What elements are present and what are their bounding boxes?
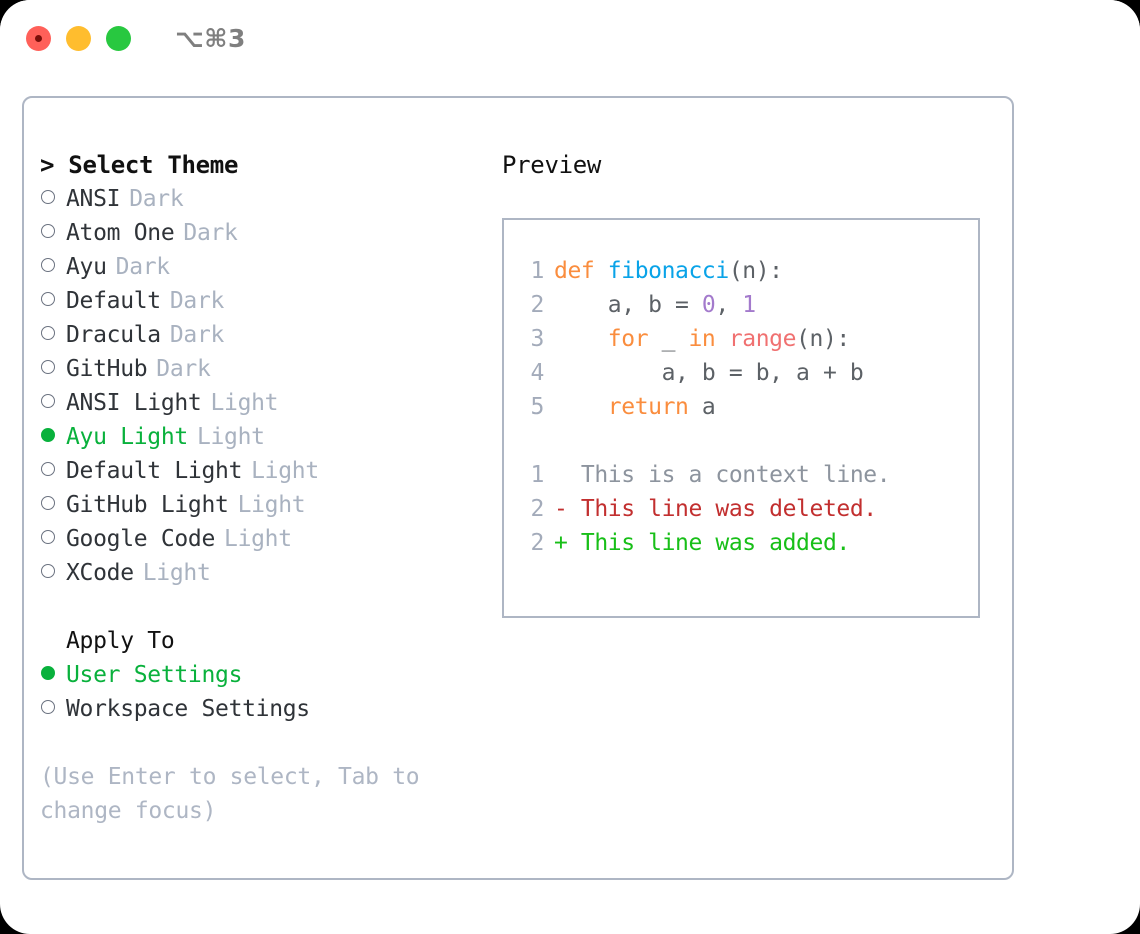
theme-option-item[interactable]: Dracula Dark xyxy=(40,318,502,352)
code-token-fn: fibonacci xyxy=(607,258,729,284)
code-token-kw: for xyxy=(607,326,649,352)
code-line: 4 a, b = b, a + b xyxy=(522,356,978,390)
theme-option-item[interactable]: ANSI Light Light xyxy=(40,386,502,420)
diff-line-add: 2 + This line was added. xyxy=(522,526,978,560)
code-token-plain: a, b = b, a + b xyxy=(554,360,864,386)
apply-to-option-item[interactable]: Workspace Settings xyxy=(40,692,502,726)
theme-option-item[interactable]: GitHub Light Light xyxy=(40,488,502,522)
apply-to-heading: Apply To xyxy=(66,628,175,654)
code-token-plain: a, b = xyxy=(554,292,702,318)
code-token-kw: return xyxy=(607,394,689,420)
theme-option-item[interactable]: Atom One Dark xyxy=(40,216,502,250)
line-number: 5 xyxy=(530,394,545,420)
diff-line-del: 2 - This line was deleted. xyxy=(522,492,978,526)
apply-to-option-label: User Settings xyxy=(66,662,243,688)
close-window-button[interactable] xyxy=(26,25,51,51)
code-token-blt: range xyxy=(728,326,797,352)
code-token-kw: in xyxy=(688,326,716,352)
theme-variant-badge: Dark xyxy=(115,254,171,280)
theme-variant-badge: Dark xyxy=(129,186,184,212)
theme-option-label: Default Light xyxy=(66,458,243,484)
line-number: 3 xyxy=(530,326,545,352)
diff-line-text: + This line was added. xyxy=(554,530,850,556)
theme-option-label: Google Code xyxy=(66,526,216,552)
theme-option-label: ANSI Light xyxy=(66,390,202,416)
diff-sample: 1 This is a context line. 2 - This line wa… xyxy=(522,458,978,560)
code-token-plain xyxy=(715,326,728,352)
diff-line-ctx: 1 This is a context line. xyxy=(522,458,978,492)
code-token-kw: def xyxy=(554,258,608,284)
line-number: 1 xyxy=(530,462,545,488)
code-token-plain: _ xyxy=(648,326,689,352)
code-token-plain xyxy=(554,394,608,420)
theme-option-label: GitHub Light xyxy=(66,492,229,518)
section-spacer xyxy=(40,590,502,624)
theme-option-item[interactable]: GitHub Dark xyxy=(40,352,502,386)
code-line: 3 for _ in range(n): xyxy=(522,322,978,356)
title-bar: ⌥⌘3 xyxy=(0,0,1140,76)
code-line: 5 return a xyxy=(522,390,978,424)
theme-variant-badge: Dark xyxy=(156,356,211,382)
theme-option-label: Default xyxy=(66,288,161,314)
theme-variant-badge: Light xyxy=(251,458,319,484)
apply-to-option-label: Workspace Settings xyxy=(66,696,310,722)
theme-option-item[interactable]: ANSI Dark xyxy=(40,182,502,216)
theme-variant-badge: Dark xyxy=(183,220,238,246)
theme-option-item[interactable]: Ayu Light Light xyxy=(40,420,502,454)
code-line: 1 def fibonacci(n): xyxy=(522,254,978,288)
theme-option-item[interactable]: Ayu Dark xyxy=(40,250,502,284)
code-token-num: 1 xyxy=(742,292,756,318)
code-token-plain: , xyxy=(715,292,743,318)
diff-line-text: This is a context line. xyxy=(554,462,891,488)
apply-to-option-item[interactable]: User Settings xyxy=(40,658,502,692)
code-token-plain xyxy=(554,326,608,352)
line-number: 1 xyxy=(530,258,545,284)
theme-variant-badge: Light xyxy=(210,390,279,416)
theme-option-label: Ayu xyxy=(66,254,107,280)
minimize-window-button[interactable] xyxy=(66,25,91,51)
code-token-num: 0 xyxy=(701,292,716,318)
theme-option-item[interactable]: Default Dark xyxy=(40,284,502,318)
diff-line-text: - This line was deleted. xyxy=(554,496,877,522)
theme-option-label: Atom One xyxy=(66,220,175,246)
theme-variant-badge: Dark xyxy=(169,288,225,314)
line-number: 2 xyxy=(530,496,545,522)
theme-option-label: ANSI xyxy=(66,186,121,212)
theme-variant-badge: Light xyxy=(237,492,306,518)
theme-option-label: Dracula xyxy=(66,322,161,348)
theme-option-item[interactable]: Default Light Light xyxy=(40,454,502,488)
theme-variant-badge: Light xyxy=(196,424,265,450)
line-number: 4 xyxy=(530,360,545,386)
keyboard-shortcut-label: ⌥⌘3 xyxy=(175,23,246,53)
preview-heading: Preview xyxy=(502,151,602,179)
code-token-punc: (n): xyxy=(728,258,783,284)
select-theme-heading: > Select Theme xyxy=(40,151,239,179)
theme-option-label: Ayu Light xyxy=(66,424,188,450)
code-line: 2 a, b = 0, 1 xyxy=(522,288,978,322)
theme-variant-badge: Light xyxy=(142,560,211,586)
window-controls xyxy=(26,25,131,51)
theme-variant-badge: Light xyxy=(224,526,292,552)
keyboard-hint-text: (Use Enter to select, Tab to change focu… xyxy=(40,764,420,824)
theme-option-item[interactable]: Google Code Light xyxy=(40,522,502,556)
theme-variant-badge: Dark xyxy=(169,322,225,348)
line-number: 2 xyxy=(530,530,545,556)
theme-option-label: GitHub xyxy=(66,356,148,382)
code-token-plain: a xyxy=(688,394,716,420)
theme-option-item[interactable]: XCode Light xyxy=(40,556,502,590)
code-token-punc: (n): xyxy=(796,326,850,352)
theme-option-label: XCode xyxy=(66,560,134,586)
code-diff-spacer xyxy=(522,424,978,458)
maximize-window-button[interactable] xyxy=(106,25,131,51)
line-number: 2 xyxy=(530,292,545,318)
